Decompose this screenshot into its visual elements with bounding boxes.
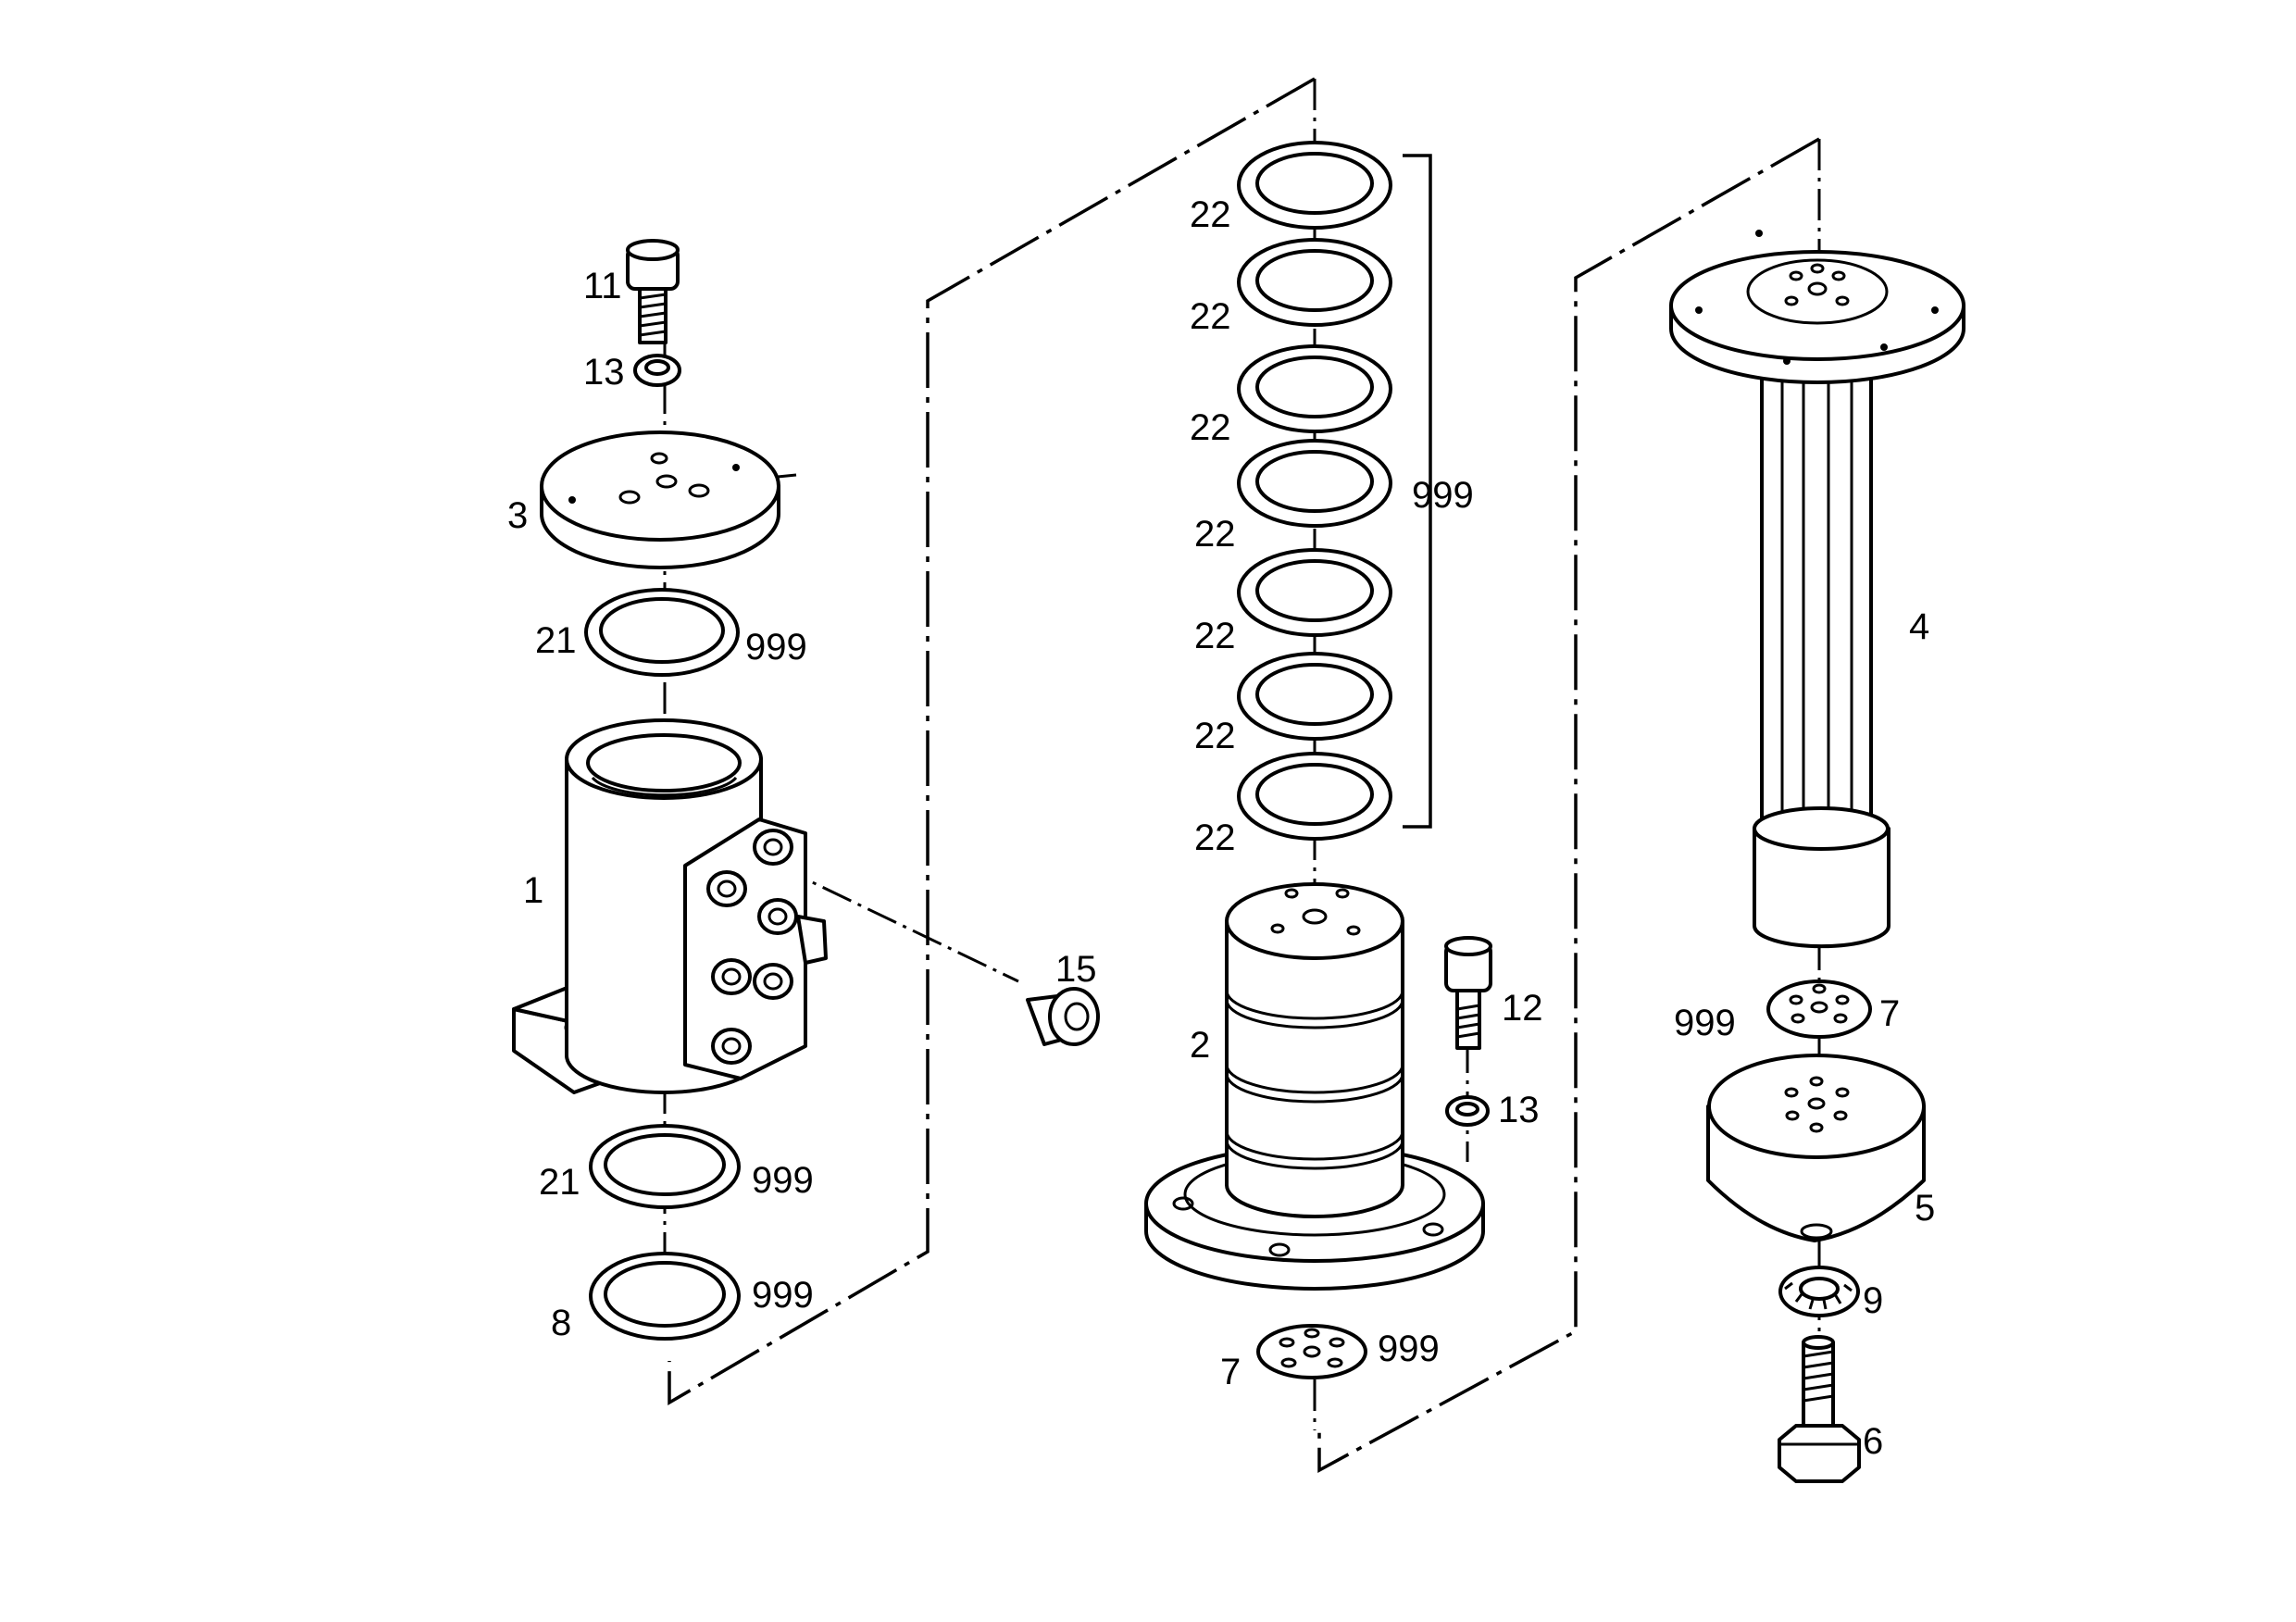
callout-999-8: 999 — [752, 1275, 814, 1316]
callout-11: 11 — [583, 266, 622, 306]
part-7-disc-right — [1766, 979, 1872, 1039]
part-2-spool-flange — [1144, 882, 1485, 1291]
callout-999-22: 999 — [1412, 475, 1474, 516]
part-3-cover-plate — [540, 430, 797, 569]
part-22-ring-4 — [1237, 439, 1392, 528]
part-4-spider-tube — [1669, 230, 1965, 949]
part-6-hex-bolt — [1778, 1335, 1861, 1483]
frame-right-group — [1317, 137, 1820, 1473]
callout-4: 4 — [1909, 606, 1929, 647]
part-22-ring-2 — [1237, 238, 1392, 327]
part-7-disc-middle — [1256, 1324, 1367, 1379]
callout-5: 5 — [1915, 1188, 1935, 1229]
callout-22-1: 22 — [1190, 194, 1231, 235]
callout-7-right: 7 — [1879, 993, 1900, 1034]
callout-21-lower: 21 — [539, 1162, 580, 1203]
assembly-frames — [668, 77, 1820, 1473]
frame-left-group — [668, 77, 1316, 1406]
bracket-999-rings — [1403, 154, 1432, 829]
part-15-plug — [1026, 987, 1100, 1046]
callout-22-6: 22 — [1194, 716, 1236, 756]
part-9-toothed-washer — [1778, 1266, 1860, 1317]
callout-999-21-lower: 999 — [752, 1160, 814, 1201]
part-21-seal-ring-upper — [584, 588, 740, 677]
part-22-ring-5 — [1237, 548, 1392, 637]
part-5-piston-cup — [1706, 1054, 1926, 1242]
callout-3: 3 — [507, 495, 528, 536]
callout-15: 15 — [1055, 949, 1097, 990]
callout-8: 8 — [551, 1303, 571, 1343]
part-12-cap-screw — [1444, 936, 1492, 1050]
part-11-cap-screw — [626, 239, 680, 344]
callout-22-2: 22 — [1190, 296, 1231, 337]
part-22-ring-1 — [1237, 141, 1392, 230]
callout-21-upper: 21 — [535, 620, 577, 661]
callout-2: 2 — [1190, 1025, 1210, 1066]
part-1-valve-housing — [512, 718, 828, 1094]
callout-1: 1 — [523, 870, 543, 911]
part-13-washer-middle — [1445, 1095, 1490, 1127]
callout-13-left: 13 — [583, 352, 625, 393]
callout-999-7-right: 999 — [1674, 1003, 1736, 1043]
callout-9: 9 — [1863, 1280, 1883, 1321]
part-22-seal-rings — [1237, 141, 1392, 841]
part-22-ring-6 — [1237, 652, 1392, 741]
part-13-washer-left — [633, 354, 681, 387]
callout-22-7: 22 — [1194, 817, 1236, 858]
part-21-seal-ring-lower — [589, 1124, 741, 1209]
callout-22-5: 22 — [1194, 616, 1236, 656]
callout-7-middle: 7 — [1220, 1352, 1241, 1392]
callout-13-middle: 13 — [1498, 1090, 1540, 1130]
callout-6: 6 — [1863, 1421, 1883, 1462]
part-22-ring-3 — [1237, 344, 1392, 433]
part-8-seal-ring — [589, 1252, 741, 1341]
callout-22-3: 22 — [1190, 407, 1231, 448]
callout-22-4: 22 — [1194, 514, 1236, 555]
part-22-ring-7 — [1237, 752, 1392, 841]
callout-999-21-upper: 999 — [745, 627, 807, 668]
callout-12: 12 — [1502, 988, 1543, 1029]
callout-labels: 11 13 3 21 999 1 15 21 999 8 999 22 22 2… — [507, 194, 1935, 1462]
callout-999-7-middle: 999 — [1378, 1329, 1440, 1369]
